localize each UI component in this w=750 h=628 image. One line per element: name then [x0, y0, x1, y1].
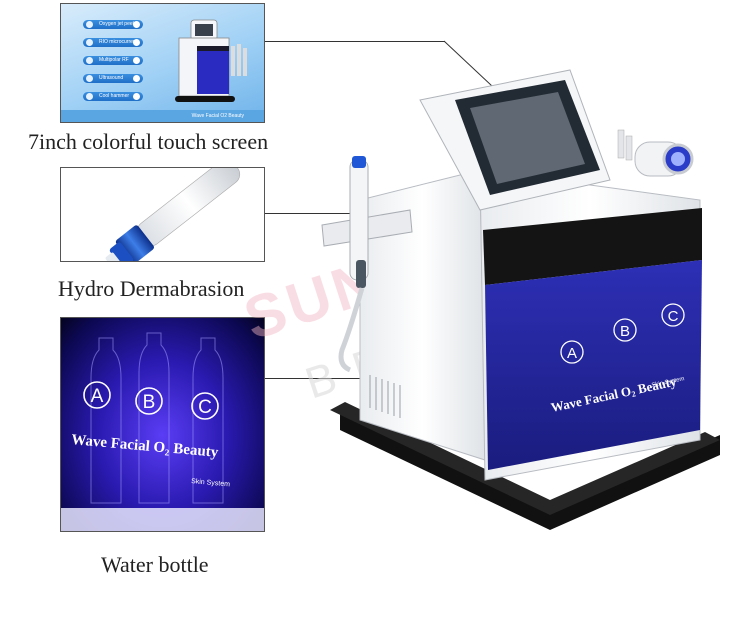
machine-label: B [620, 323, 630, 340]
screen-footer: Wave Facial O2 Beauty [61, 110, 264, 122]
screen-menu-item: Cool hammer [83, 92, 143, 101]
screen-menu-item: RIO microcurrent [83, 38, 143, 47]
bottle-brand-text: Wave Facial O2 Beauty [71, 432, 220, 462]
caption-hydro-dermabrasion: Hydro Dermabrasion [58, 276, 245, 301]
caption-water-bottle: Water bottle [101, 552, 209, 577]
bottle-small-text: Skin System [191, 478, 231, 488]
machine-label: A [567, 345, 577, 362]
bottle-label: A [91, 386, 104, 407]
water-bottle-photo: A B C Wave Facial O2 Beauty Skin System [60, 317, 265, 532]
bottle-label: B [143, 392, 156, 413]
screen-menu-item: Multipolar RF [83, 56, 143, 65]
screen-menu-item: Ultrasound [83, 74, 143, 83]
bottle-b-circle [135, 387, 163, 415]
machine-label: C [668, 308, 679, 325]
leader-line [265, 41, 445, 42]
touch-screen-photo: Oxygen jet peel RIO microcurrent Multipo… [60, 3, 265, 123]
bottle-c-circle [191, 392, 219, 420]
hydro-handle-photo [60, 167, 265, 262]
bottles-illustration: A B C Wave Facial O2 Beauty Skin System [61, 332, 264, 531]
leader-line [265, 213, 365, 214]
caption-touch-screen: 7inch colorful touch screen [28, 129, 269, 154]
bottle-label: C [198, 397, 212, 418]
bottle-a-circle [83, 381, 111, 409]
mini-machine-illustration [175, 19, 247, 102]
hydro-handle-illustration [105, 168, 241, 261]
beauty-machine-illustration: A B C Wave Facial O2 Beauty Skin System [321, 69, 720, 530]
screen-menu-item: Oxygen jet peel [83, 20, 143, 29]
